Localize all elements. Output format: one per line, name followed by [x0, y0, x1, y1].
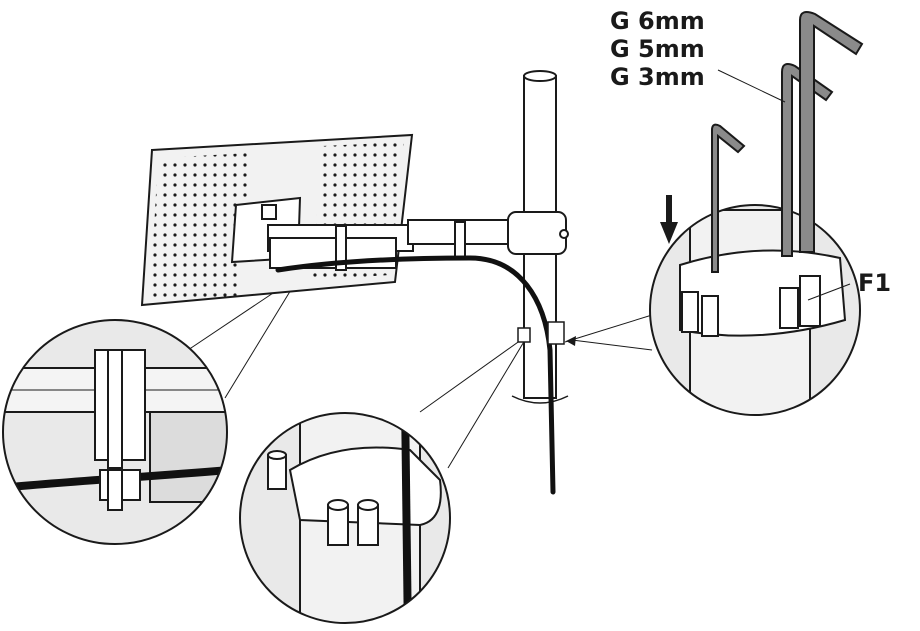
detail-circle-cable-clip: [239, 412, 451, 624]
label-tool-5mm: G 5mm: [610, 35, 705, 63]
label-tool-3mm: G 3mm: [610, 63, 705, 91]
detail-circle-cable-tie: [2, 319, 228, 545]
down-arrow-icon: [660, 195, 678, 244]
monitor-plate: [140, 133, 414, 307]
cable-clip-on-pole: [517, 321, 565, 345]
tool-label-leader: [717, 69, 786, 103]
label-tool-6mm: G 6mm: [610, 7, 705, 35]
f1-leader: [807, 283, 851, 301]
label-part-f1: F1: [858, 269, 892, 297]
cable: [275, 255, 556, 495]
hex-keys: [711, 11, 864, 273]
leader-lines: [187, 274, 653, 469]
leader-arrowhead: [566, 336, 576, 346]
detail-circle-tool-holder: [649, 204, 861, 416]
monitor-arm: [267, 211, 569, 271]
